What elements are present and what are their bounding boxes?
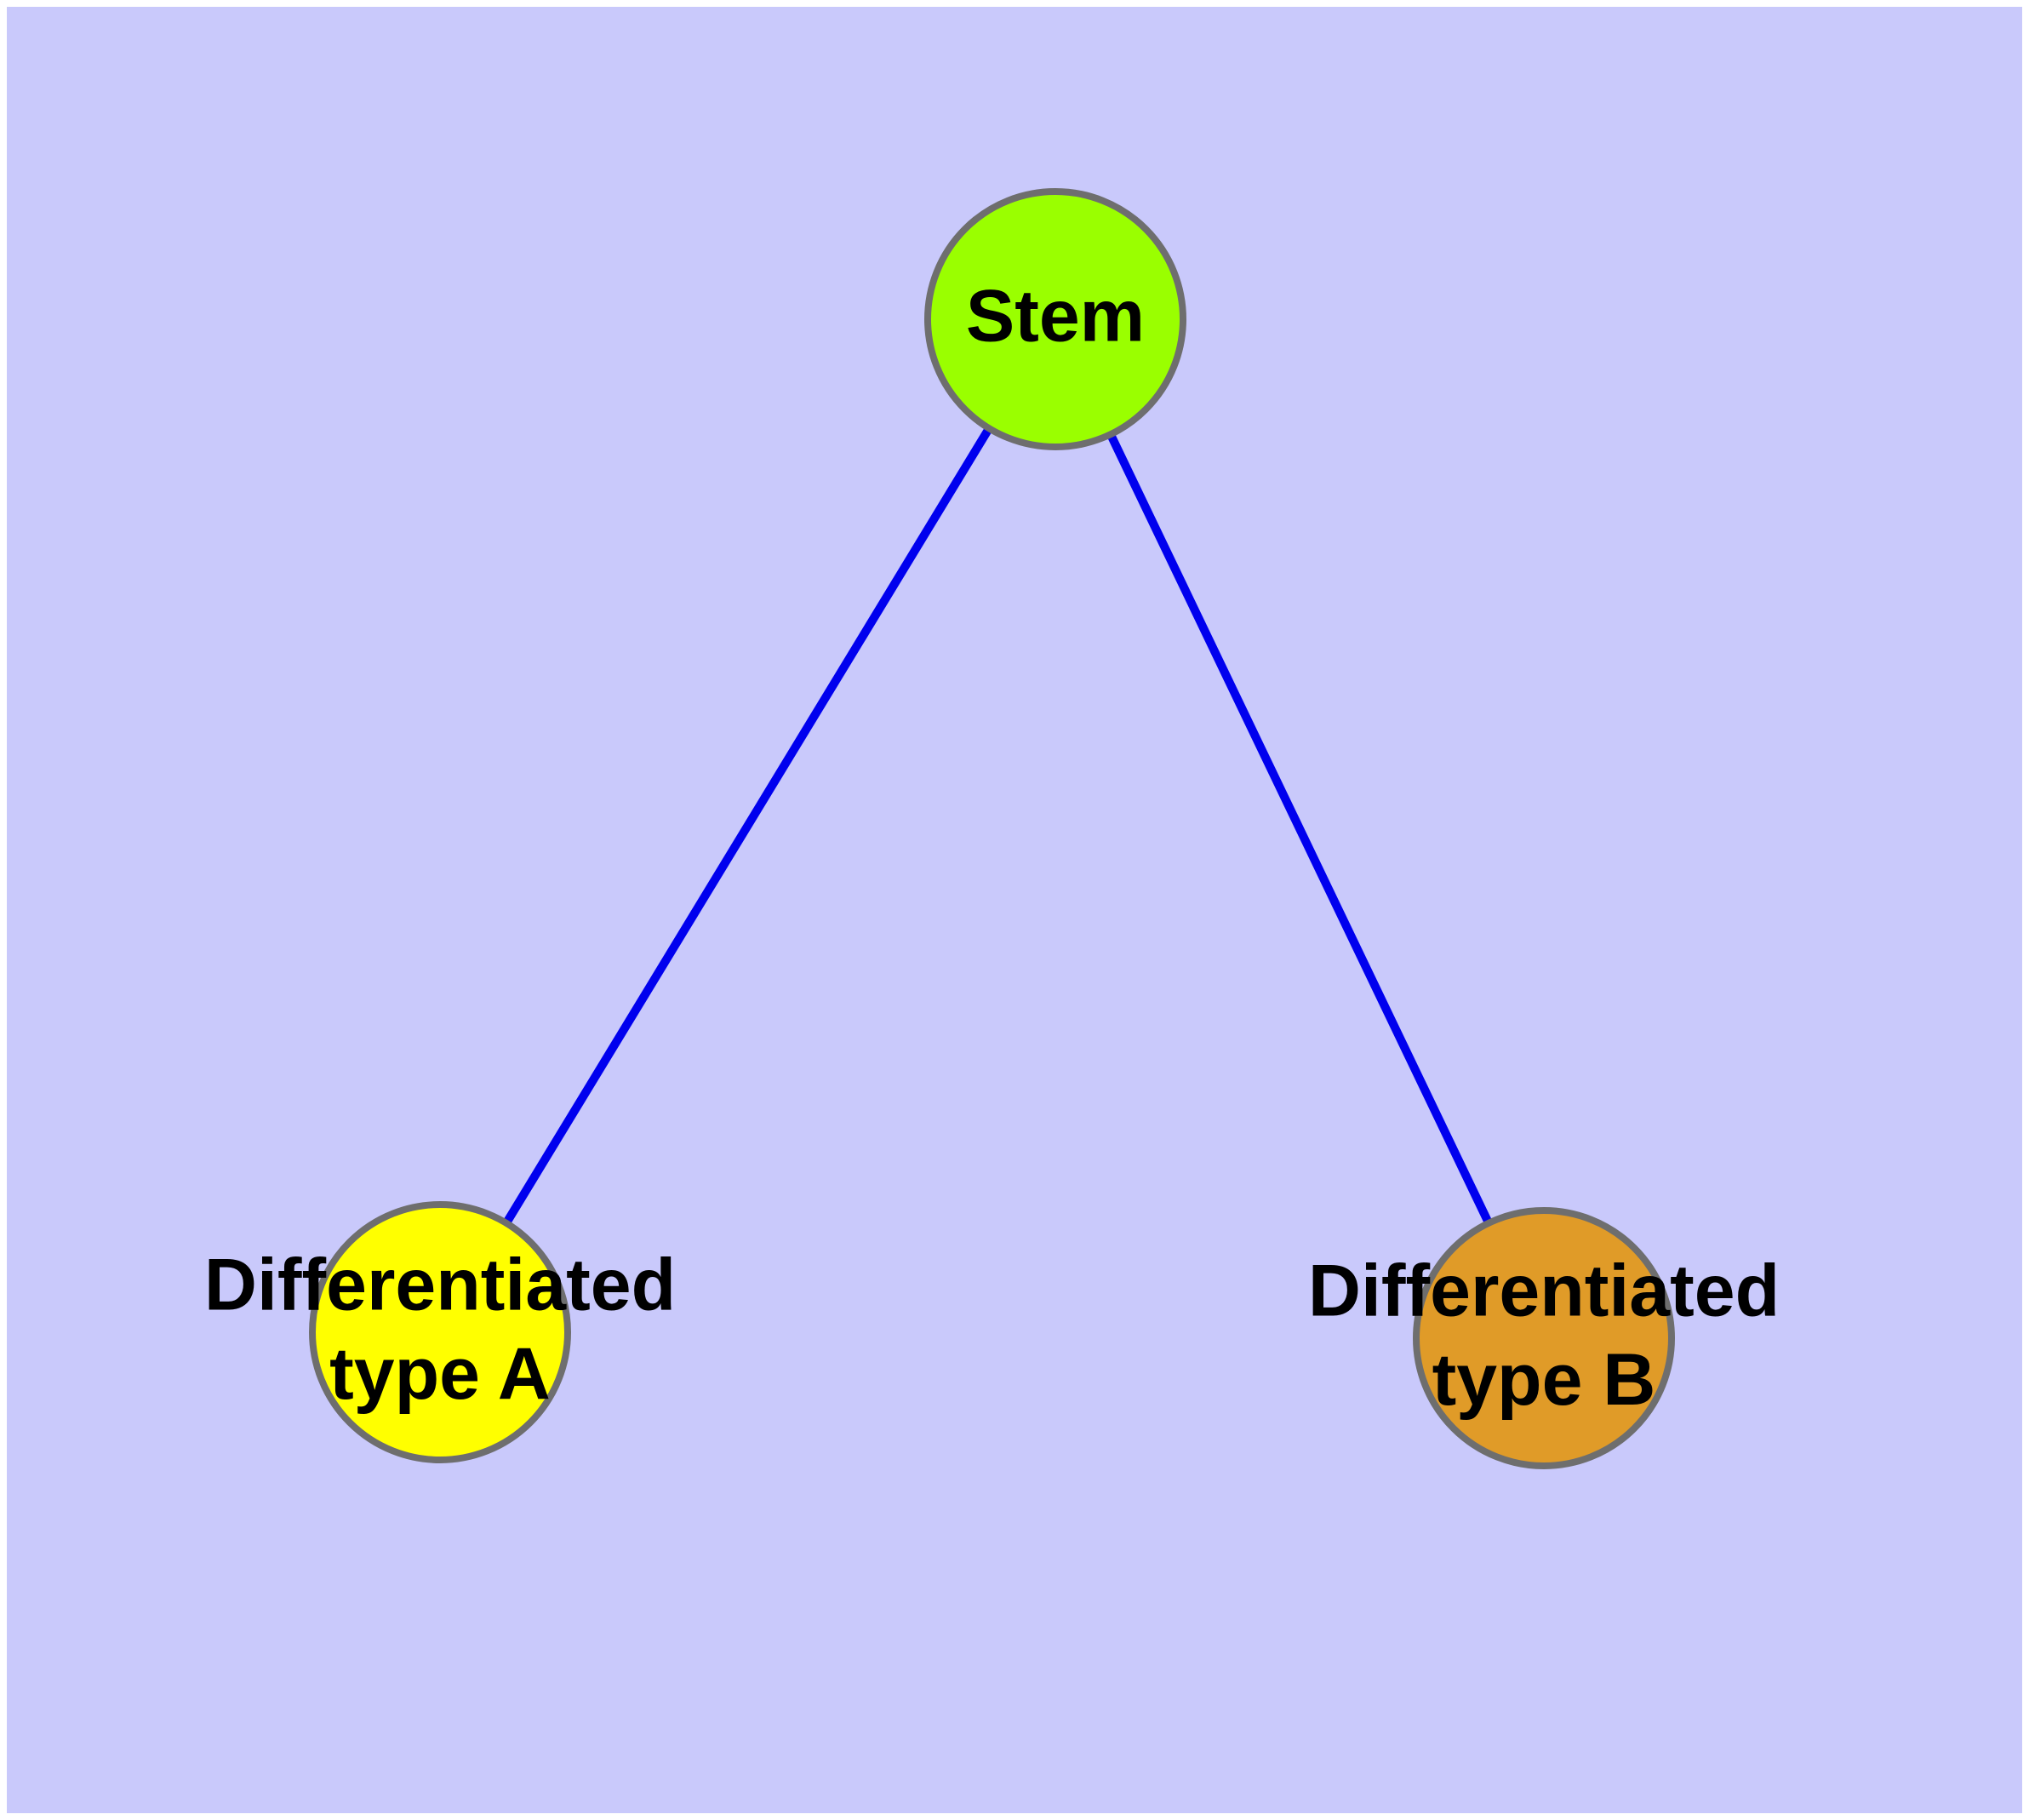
node-stem[interactable]: Stem	[924, 188, 1186, 450]
edge-stem-to-diff-b[interactable]	[1051, 317, 1548, 1341]
node-stem-label: Stem	[966, 276, 1145, 358]
node-differentiated-type-b[interactable]: Differentiated type B	[1308, 1207, 1780, 1469]
node-differentiated-type-a-circle[interactable]	[309, 1201, 571, 1463]
node-differentiated-type-b-label-line1: Differentiated	[1308, 1250, 1780, 1331]
node-differentiated-type-a-label-line2: type A	[329, 1333, 551, 1415]
node-stem-circle[interactable]	[924, 188, 1186, 450]
node-differentiated-type-a-label-line1: Differentiated	[204, 1244, 676, 1325]
node-differentiated-type-a[interactable]: Differentiated type A	[204, 1201, 676, 1463]
node-differentiated-type-b-circle[interactable]	[1413, 1207, 1675, 1469]
edges-layer	[436, 317, 1548, 1341]
node-differentiated-type-b-label-line2: type B	[1432, 1339, 1656, 1421]
edge-stem-to-diff-a[interactable]	[436, 317, 1060, 1335]
nodes-layer: Stem Differentiated type A Differentiate…	[204, 188, 1780, 1469]
